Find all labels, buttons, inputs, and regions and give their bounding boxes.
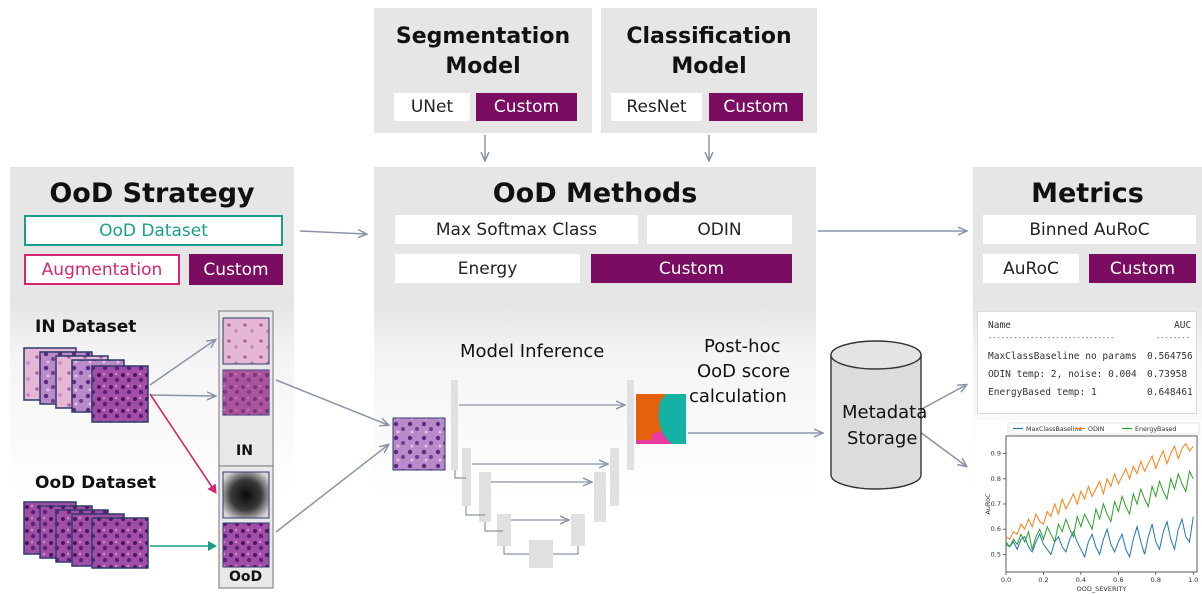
chip-odin[interactable]: ODIN [647, 215, 792, 244]
ood-sample-dark [222, 471, 270, 519]
chip-auroc[interactable]: AuRoC [983, 254, 1079, 283]
chip-resnet[interactable]: ResNet [611, 93, 702, 121]
model-input-image [392, 417, 446, 471]
ood-dataset-image-stack [23, 501, 149, 569]
in-sample-1 [222, 317, 270, 365]
table-row-name: EnergyBased temp: 1 [988, 387, 1097, 398]
chip-strategy-custom[interactable]: Custom [189, 254, 283, 285]
in-dataset-image-stack [23, 347, 149, 423]
chip-energy[interactable]: Energy [395, 254, 580, 283]
metadata-storage-line2: Storage [847, 428, 918, 449]
chip-ood-dataset[interactable]: OoD Dataset [24, 215, 283, 246]
metadata-storage-line1: Metadata [842, 402, 928, 423]
table-header-auc: AUC [1174, 320, 1192, 331]
chip-segmentation-custom[interactable]: Custom [476, 93, 577, 121]
chip-methods-custom[interactable]: Custom [591, 254, 792, 283]
in-dataset-label: IN Dataset [35, 317, 137, 337]
model-inference-label: Model Inference [460, 341, 605, 362]
chip-metrics-custom[interactable]: Custom [1089, 254, 1196, 283]
table-row-auc: 0.564756 [1147, 351, 1193, 362]
unet-connections [454, 405, 624, 555]
in-sample-2-texture [223, 370, 269, 415]
table-row-name: ODIN temp: 2, noise: 0.004 [988, 369, 1137, 380]
classification-title-line1: Classification [626, 24, 792, 49]
ood-strategy-title: OoD Strategy [49, 178, 255, 209]
posthoc-line1: Post-hoc [704, 336, 781, 357]
in-tag: IN [236, 443, 253, 459]
ood-methods-body-panel [374, 295, 816, 585]
classification-title-line2: Model [671, 54, 747, 79]
posthoc-line2: OoD score [697, 361, 791, 382]
chip-unet[interactable]: UNet [394, 93, 470, 121]
table-header-name: Name [988, 320, 1011, 331]
ood-sample-tissue [222, 522, 270, 568]
chip-augmentation[interactable]: Augmentation [24, 254, 180, 285]
segmentation-title-line1: Segmentation [395, 24, 571, 49]
table-row-auc: 0.73958 [1147, 369, 1188, 380]
ood-tag: OoD [229, 569, 263, 585]
posthoc-line3: calculation [689, 386, 787, 407]
chip-max-softmax[interactable]: Max Softmax Class [395, 215, 638, 244]
segmentation-output [636, 394, 686, 444]
ood-dataset-label: OoD Dataset [35, 473, 157, 493]
chip-binned-auroc[interactable]: Binned AuRoC [983, 215, 1196, 244]
unet-architecture [451, 380, 634, 568]
segmentation-title-line2: Model [445, 54, 521, 79]
chip-classification-custom[interactable]: Custom [709, 93, 803, 121]
flow-arrows [149, 135, 966, 533]
metadata-storage-cylinder [830, 340, 922, 490]
ood-methods-title: OoD Methods [492, 178, 698, 209]
table-row-auc: 0.648461 [1147, 387, 1193, 398]
augmentation-arrow [149, 393, 217, 494]
table-sep-auc: -------- [1156, 334, 1190, 342]
table-sep-name: ------------------------------ [988, 334, 1115, 342]
table-row-name: MaxClassBaseline no params [988, 351, 1137, 362]
auc-results-table [977, 311, 1197, 414]
metrics-title: Metrics [1031, 178, 1144, 209]
